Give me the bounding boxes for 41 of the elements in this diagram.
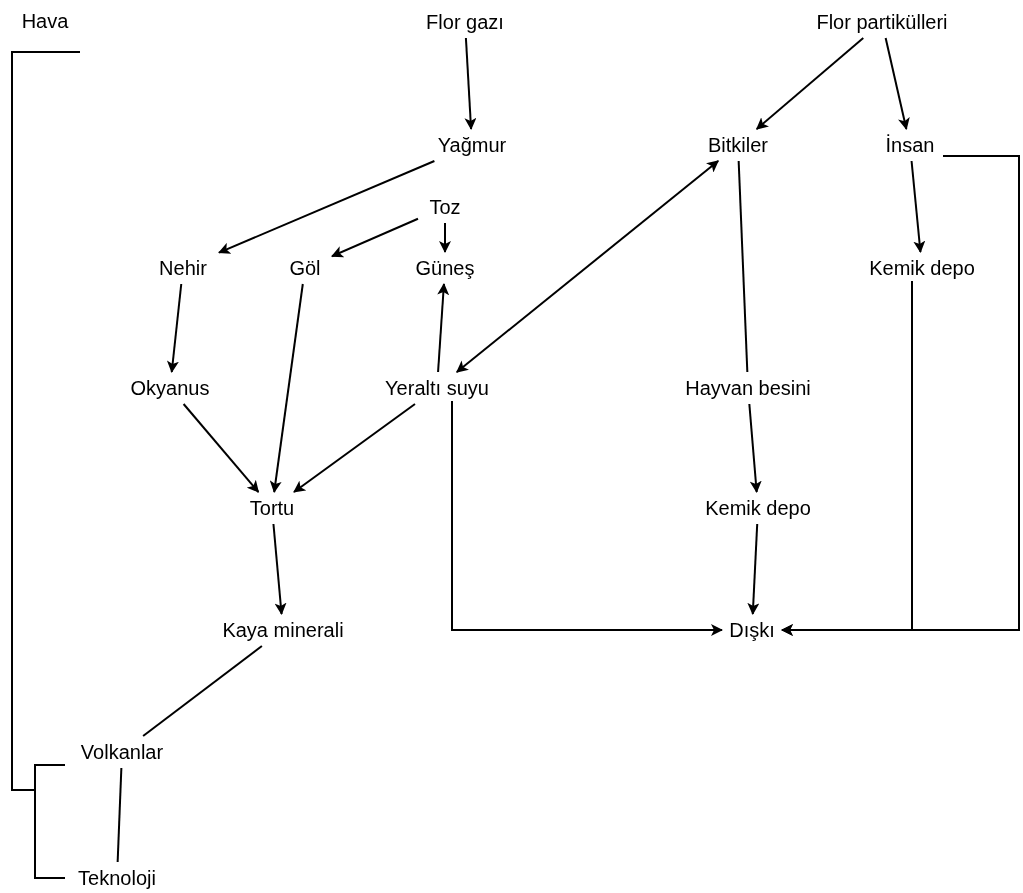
arrow: [218, 160, 436, 254]
connector-line: [142, 645, 263, 737]
node-label: Flor partikülleri: [794, 9, 970, 35]
connector-line: [737, 160, 749, 373]
node-label: Bitkiler: [696, 132, 780, 158]
node-label: Kemik depo: [694, 495, 822, 521]
node-label: Hayvan besini: [672, 375, 824, 401]
arrow: [182, 403, 260, 493]
arrow: [166, 283, 183, 373]
arrow: [293, 403, 416, 493]
node-label: Okyanus: [117, 375, 223, 401]
arrow: [451, 400, 723, 636]
arrow: [748, 403, 762, 493]
node-label: Nehir: [150, 255, 216, 281]
node-label: Güneş: [407, 255, 483, 281]
node-label: Yeraltı suyu: [367, 375, 507, 401]
node-label: İnsan: [877, 132, 943, 158]
arrow: [455, 160, 720, 373]
arrow: [437, 283, 450, 373]
node-label: Yağmur: [428, 132, 516, 158]
arrow: [747, 523, 760, 615]
arrow: [884, 37, 910, 130]
arrow: [272, 523, 287, 615]
connector-line: [116, 767, 123, 863]
node-label: Tortu: [239, 495, 305, 521]
node-label: Dışkı: [722, 617, 782, 643]
arrow: [439, 222, 451, 253]
node-label: Kemik depo: [858, 255, 986, 281]
node-label: Teknoloji: [65, 865, 169, 891]
arrow: [464, 37, 477, 130]
node-label: Göl: [281, 255, 329, 281]
arrow: [331, 217, 419, 258]
arrow: [781, 155, 1020, 636]
node-label: Hava: [9, 8, 81, 52]
node-label: Flor gazı: [413, 9, 517, 35]
node-label: Volkanlar: [65, 739, 179, 765]
node-label: Toz: [421, 194, 469, 220]
arrow: [910, 160, 926, 253]
node-label: Kaya minerali: [208, 617, 358, 643]
arrow: [755, 37, 865, 130]
arrow: [269, 283, 304, 493]
